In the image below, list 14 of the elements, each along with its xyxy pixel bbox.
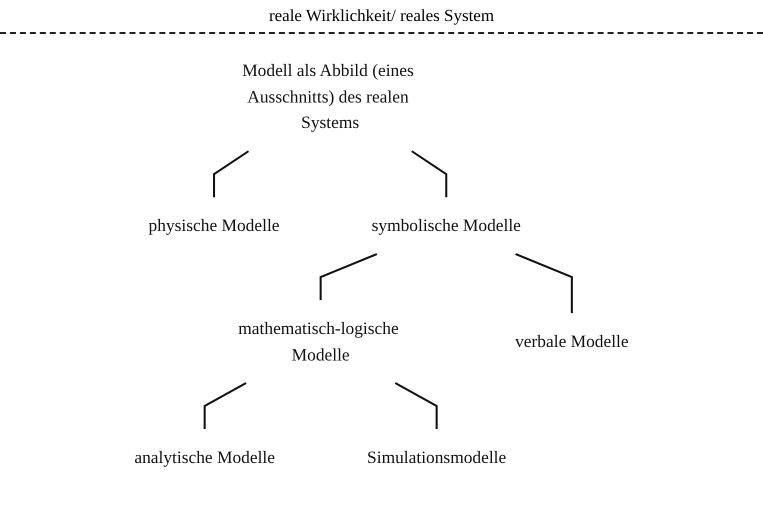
connector (204, 382, 247, 430)
node-text: analytische Modelle (134, 447, 275, 467)
heading-text: reale Wirklichkeit/ reales System (268, 6, 494, 26)
node-text: physische Modelle (148, 216, 280, 236)
connector (515, 253, 573, 314)
connector (411, 150, 448, 198)
node-text: verbale Modelle (515, 332, 629, 351)
connector (213, 150, 250, 198)
node-text: Simulationsmodelle (367, 447, 506, 467)
node-text: symbolische Modelle (372, 216, 521, 236)
connector (320, 253, 378, 300)
node-text: mathematisch-logische Modelle (238, 318, 399, 364)
connector (394, 382, 438, 430)
node-text: Modell als Abbild (eines Ausschnitts) des realen Systems (242, 60, 414, 132)
